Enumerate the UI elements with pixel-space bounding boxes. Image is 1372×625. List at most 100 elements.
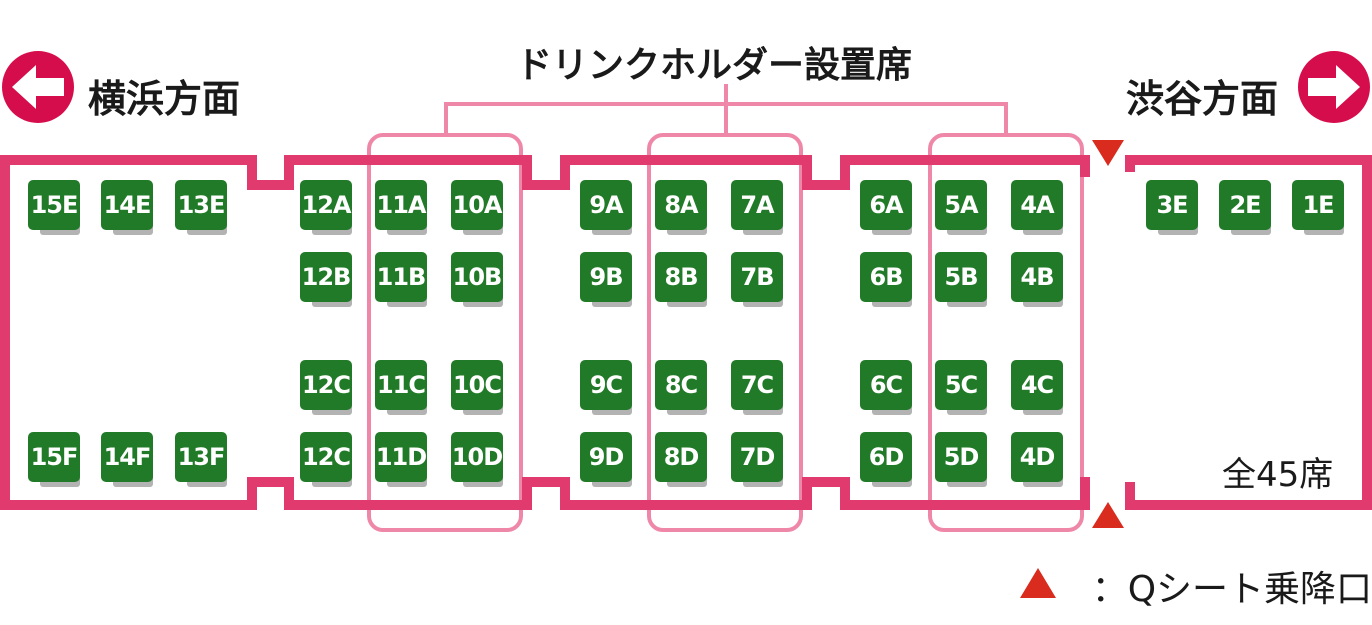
seat-number: 12C bbox=[301, 443, 351, 471]
seat[interactable]: 7C bbox=[731, 360, 783, 415]
seat[interactable]: 14E bbox=[101, 180, 153, 235]
seat[interactable]: 8D bbox=[655, 432, 707, 487]
door-marker-bottom bbox=[1092, 502, 1124, 528]
seat-number: 2E bbox=[1229, 191, 1261, 219]
seat-number: 11B bbox=[376, 263, 427, 291]
seat[interactable]: 10B bbox=[451, 252, 503, 307]
seat-number: 11D bbox=[375, 443, 427, 471]
seat[interactable]: 6D bbox=[860, 432, 912, 487]
seat[interactable]: 15E bbox=[28, 180, 80, 235]
car-outline-right-end bbox=[1125, 155, 1372, 510]
seat-number: 15F bbox=[30, 443, 79, 471]
seat-number: 6B bbox=[869, 263, 904, 291]
seat[interactable]: 14F bbox=[101, 432, 153, 487]
seat-number: 15E bbox=[30, 191, 79, 219]
seat[interactable]: 7B bbox=[731, 252, 783, 307]
seat-number: 12C bbox=[301, 371, 351, 399]
seat-number: 14F bbox=[103, 443, 152, 471]
seat-number: 5A bbox=[944, 191, 978, 219]
seat[interactable]: 4D bbox=[1011, 432, 1063, 487]
seat[interactable]: 15F bbox=[28, 432, 80, 487]
seat[interactable]: 9D bbox=[580, 432, 632, 487]
seat[interactable]: 11D bbox=[375, 432, 427, 487]
seat-number: 10C bbox=[452, 371, 502, 399]
seat-number: 8C bbox=[664, 371, 698, 399]
seat[interactable]: 9C bbox=[580, 360, 632, 415]
legend-text: ▲：Qシート乗降口 bbox=[1064, 560, 1372, 612]
seat[interactable]: 7A bbox=[731, 180, 783, 235]
seat[interactable]: 5B bbox=[935, 252, 987, 307]
legend-description: ：Qシート乗降口 bbox=[1091, 569, 1372, 610]
seat[interactable]: 8B bbox=[655, 252, 707, 307]
seat-number: 11C bbox=[376, 371, 426, 399]
seat-number: 4D bbox=[1019, 443, 1056, 471]
seat-number: 8A bbox=[664, 191, 698, 219]
drink-holder-title: ドリンクホルダー設置席 bbox=[516, 45, 913, 86]
seat[interactable]: 13F bbox=[175, 432, 227, 487]
seat-number: 7A bbox=[740, 191, 774, 219]
seat-number: 6D bbox=[868, 443, 905, 471]
seat[interactable]: 4B bbox=[1011, 252, 1063, 307]
seat[interactable]: 11B bbox=[375, 252, 427, 307]
seat-number: 9D bbox=[588, 443, 625, 471]
seat[interactable]: 1E bbox=[1292, 180, 1344, 235]
direction-yokohama: 横浜方面 bbox=[88, 77, 241, 121]
seat-number: 1E bbox=[1302, 191, 1334, 219]
right-arrow-icon bbox=[1298, 51, 1370, 123]
seat-number: 9A bbox=[589, 191, 623, 219]
seat[interactable]: 3E bbox=[1146, 180, 1198, 235]
seat-number: 3E bbox=[1156, 191, 1188, 219]
seat-number: 5D bbox=[943, 443, 980, 471]
seat[interactable]: 11C bbox=[375, 360, 427, 415]
seat-number: 8D bbox=[663, 443, 700, 471]
door-marker-top bbox=[1092, 140, 1124, 166]
seat-number: 14E bbox=[103, 191, 152, 219]
seat[interactable]: 6B bbox=[860, 252, 912, 307]
seat-number: 13E bbox=[177, 191, 226, 219]
seat-number: 6C bbox=[869, 371, 903, 399]
seat[interactable]: 10A bbox=[451, 180, 503, 235]
seat[interactable]: 5A bbox=[935, 180, 987, 235]
seat[interactable]: 6A bbox=[860, 180, 912, 235]
seat-number: 5B bbox=[944, 263, 979, 291]
seat[interactable]: 8C bbox=[655, 360, 707, 415]
direction-shibuya: 渋谷方面 bbox=[1126, 77, 1279, 121]
seat-number: 9B bbox=[589, 263, 624, 291]
seat-number: 4A bbox=[1020, 191, 1054, 219]
seat[interactable]: 10D bbox=[451, 432, 503, 487]
seat[interactable]: 2E bbox=[1219, 180, 1271, 235]
car-body-outline bbox=[0, 155, 1372, 510]
seat-number: 6A bbox=[869, 191, 903, 219]
seat[interactable]: 9B bbox=[580, 252, 632, 307]
seat[interactable]: 5C bbox=[935, 360, 987, 415]
seat[interactable]: 10C bbox=[451, 360, 503, 415]
seat-number: 10B bbox=[452, 263, 503, 291]
seat-number: 13F bbox=[177, 443, 226, 471]
seat[interactable]: 12C bbox=[300, 432, 352, 487]
seat[interactable]: 4A bbox=[1011, 180, 1063, 235]
seat-number: 10D bbox=[451, 443, 503, 471]
seat[interactable]: 11A bbox=[375, 180, 427, 235]
seat[interactable]: 5D bbox=[935, 432, 987, 487]
seat-number: 7D bbox=[739, 443, 776, 471]
left-arrow-icon bbox=[2, 51, 74, 123]
car-outline-top bbox=[0, 155, 1090, 510]
seat-number: 7C bbox=[740, 371, 774, 399]
seat[interactable]: 12B bbox=[300, 252, 352, 307]
seat[interactable]: 9A bbox=[580, 180, 632, 235]
seat[interactable]: 6C bbox=[860, 360, 912, 415]
seat[interactable]: 13E bbox=[175, 180, 227, 235]
seat-number: 5C bbox=[944, 371, 978, 399]
legend-door-marker bbox=[1020, 568, 1056, 598]
seat[interactable]: 12A bbox=[300, 180, 352, 235]
seat[interactable]: 8A bbox=[655, 180, 707, 235]
seat[interactable]: 7D bbox=[731, 432, 783, 487]
total-seats-label: 全45席 bbox=[1222, 455, 1334, 495]
seat-number: 10A bbox=[452, 191, 503, 219]
seat[interactable]: 4C bbox=[1011, 360, 1063, 415]
seat-number: 9C bbox=[589, 371, 623, 399]
seat[interactable]: 12C bbox=[300, 360, 352, 415]
seat-number: 11A bbox=[376, 191, 427, 219]
seat-number: 8B bbox=[664, 263, 699, 291]
